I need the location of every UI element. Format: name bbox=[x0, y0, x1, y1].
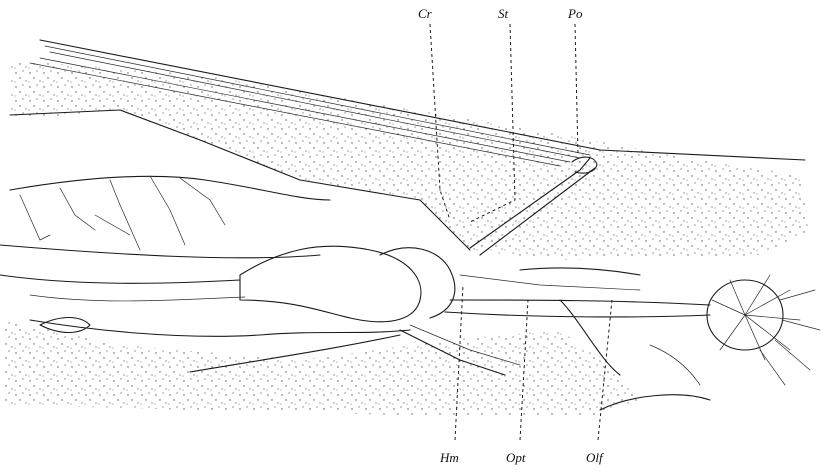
label-olf: Olf bbox=[586, 450, 603, 466]
tracts-right bbox=[445, 268, 710, 317]
label-po: Po bbox=[568, 6, 582, 22]
upper-stippled-region bbox=[10, 60, 810, 260]
olfactory-rosette bbox=[707, 275, 820, 385]
label-hm: Hm bbox=[440, 450, 459, 466]
label-opt: Opt bbox=[506, 450, 526, 466]
label-cr: Cr bbox=[418, 6, 432, 22]
lower-stippled-region bbox=[5, 320, 640, 415]
label-st: St bbox=[498, 6, 508, 22]
vessel-network bbox=[0, 176, 330, 258]
